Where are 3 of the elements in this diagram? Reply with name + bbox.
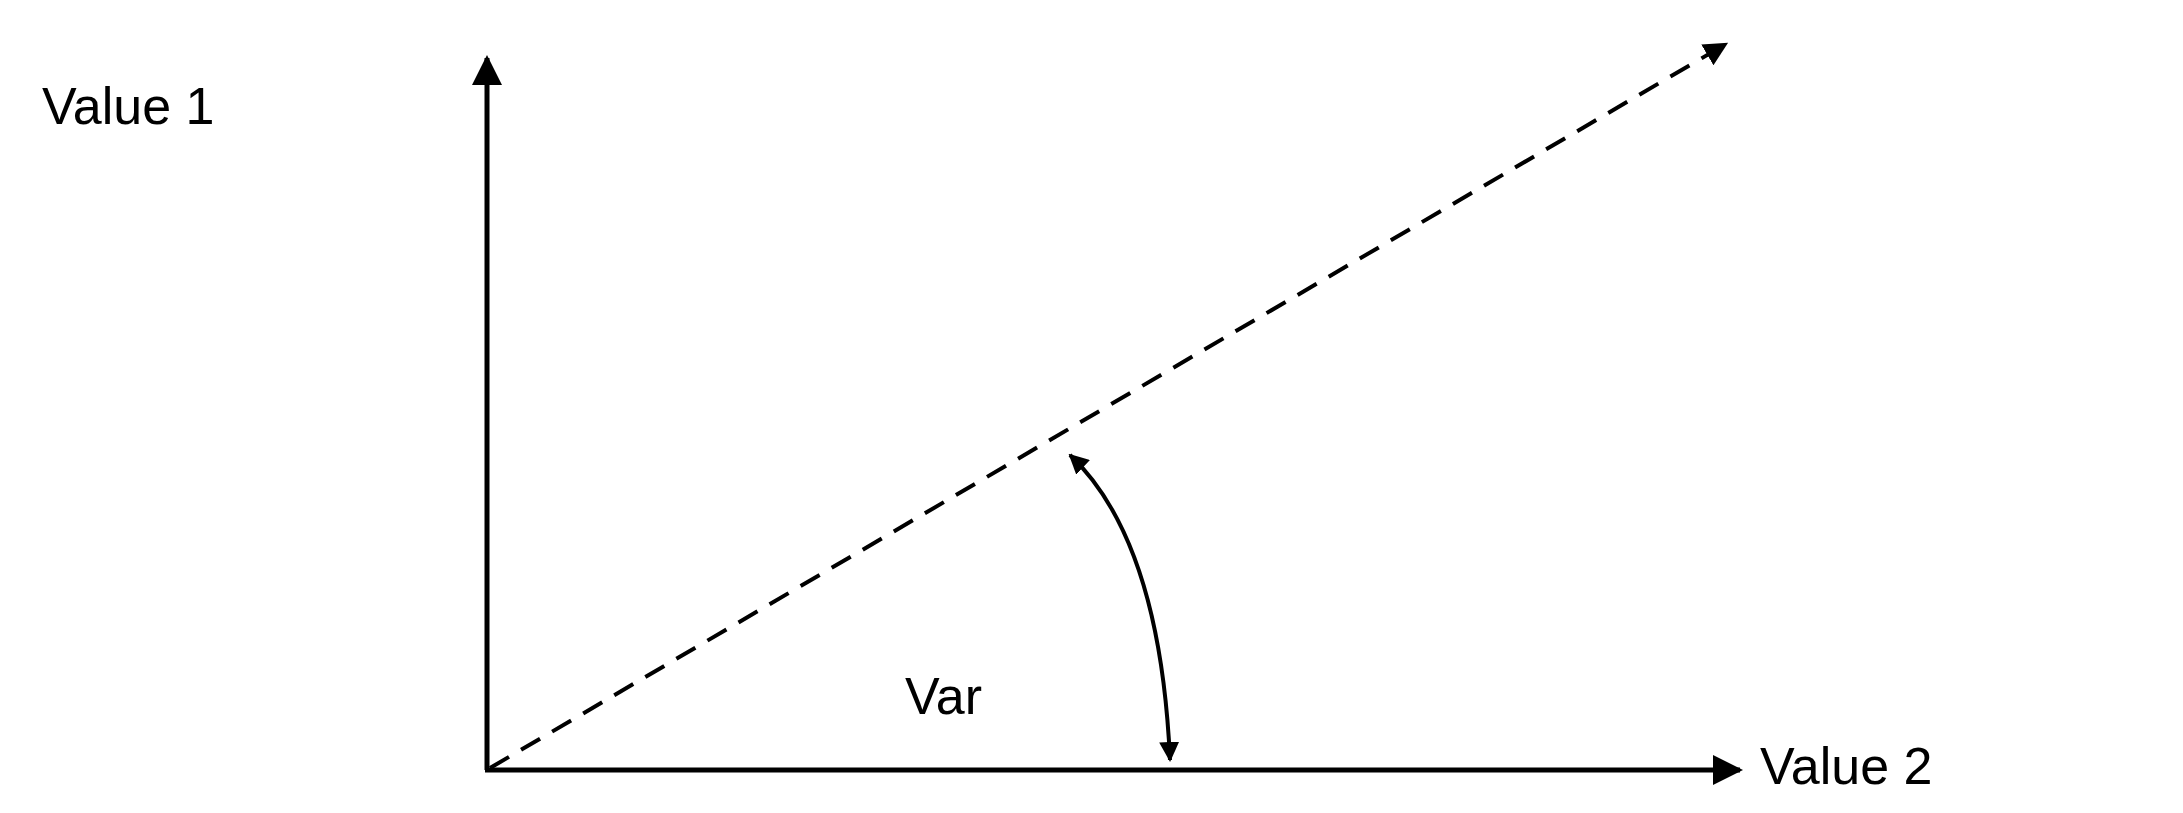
axis-label: Value 2 [1760, 740, 1933, 792]
angle-label: Var [905, 670, 983, 722]
axis-label: Value 1 [42, 80, 215, 132]
